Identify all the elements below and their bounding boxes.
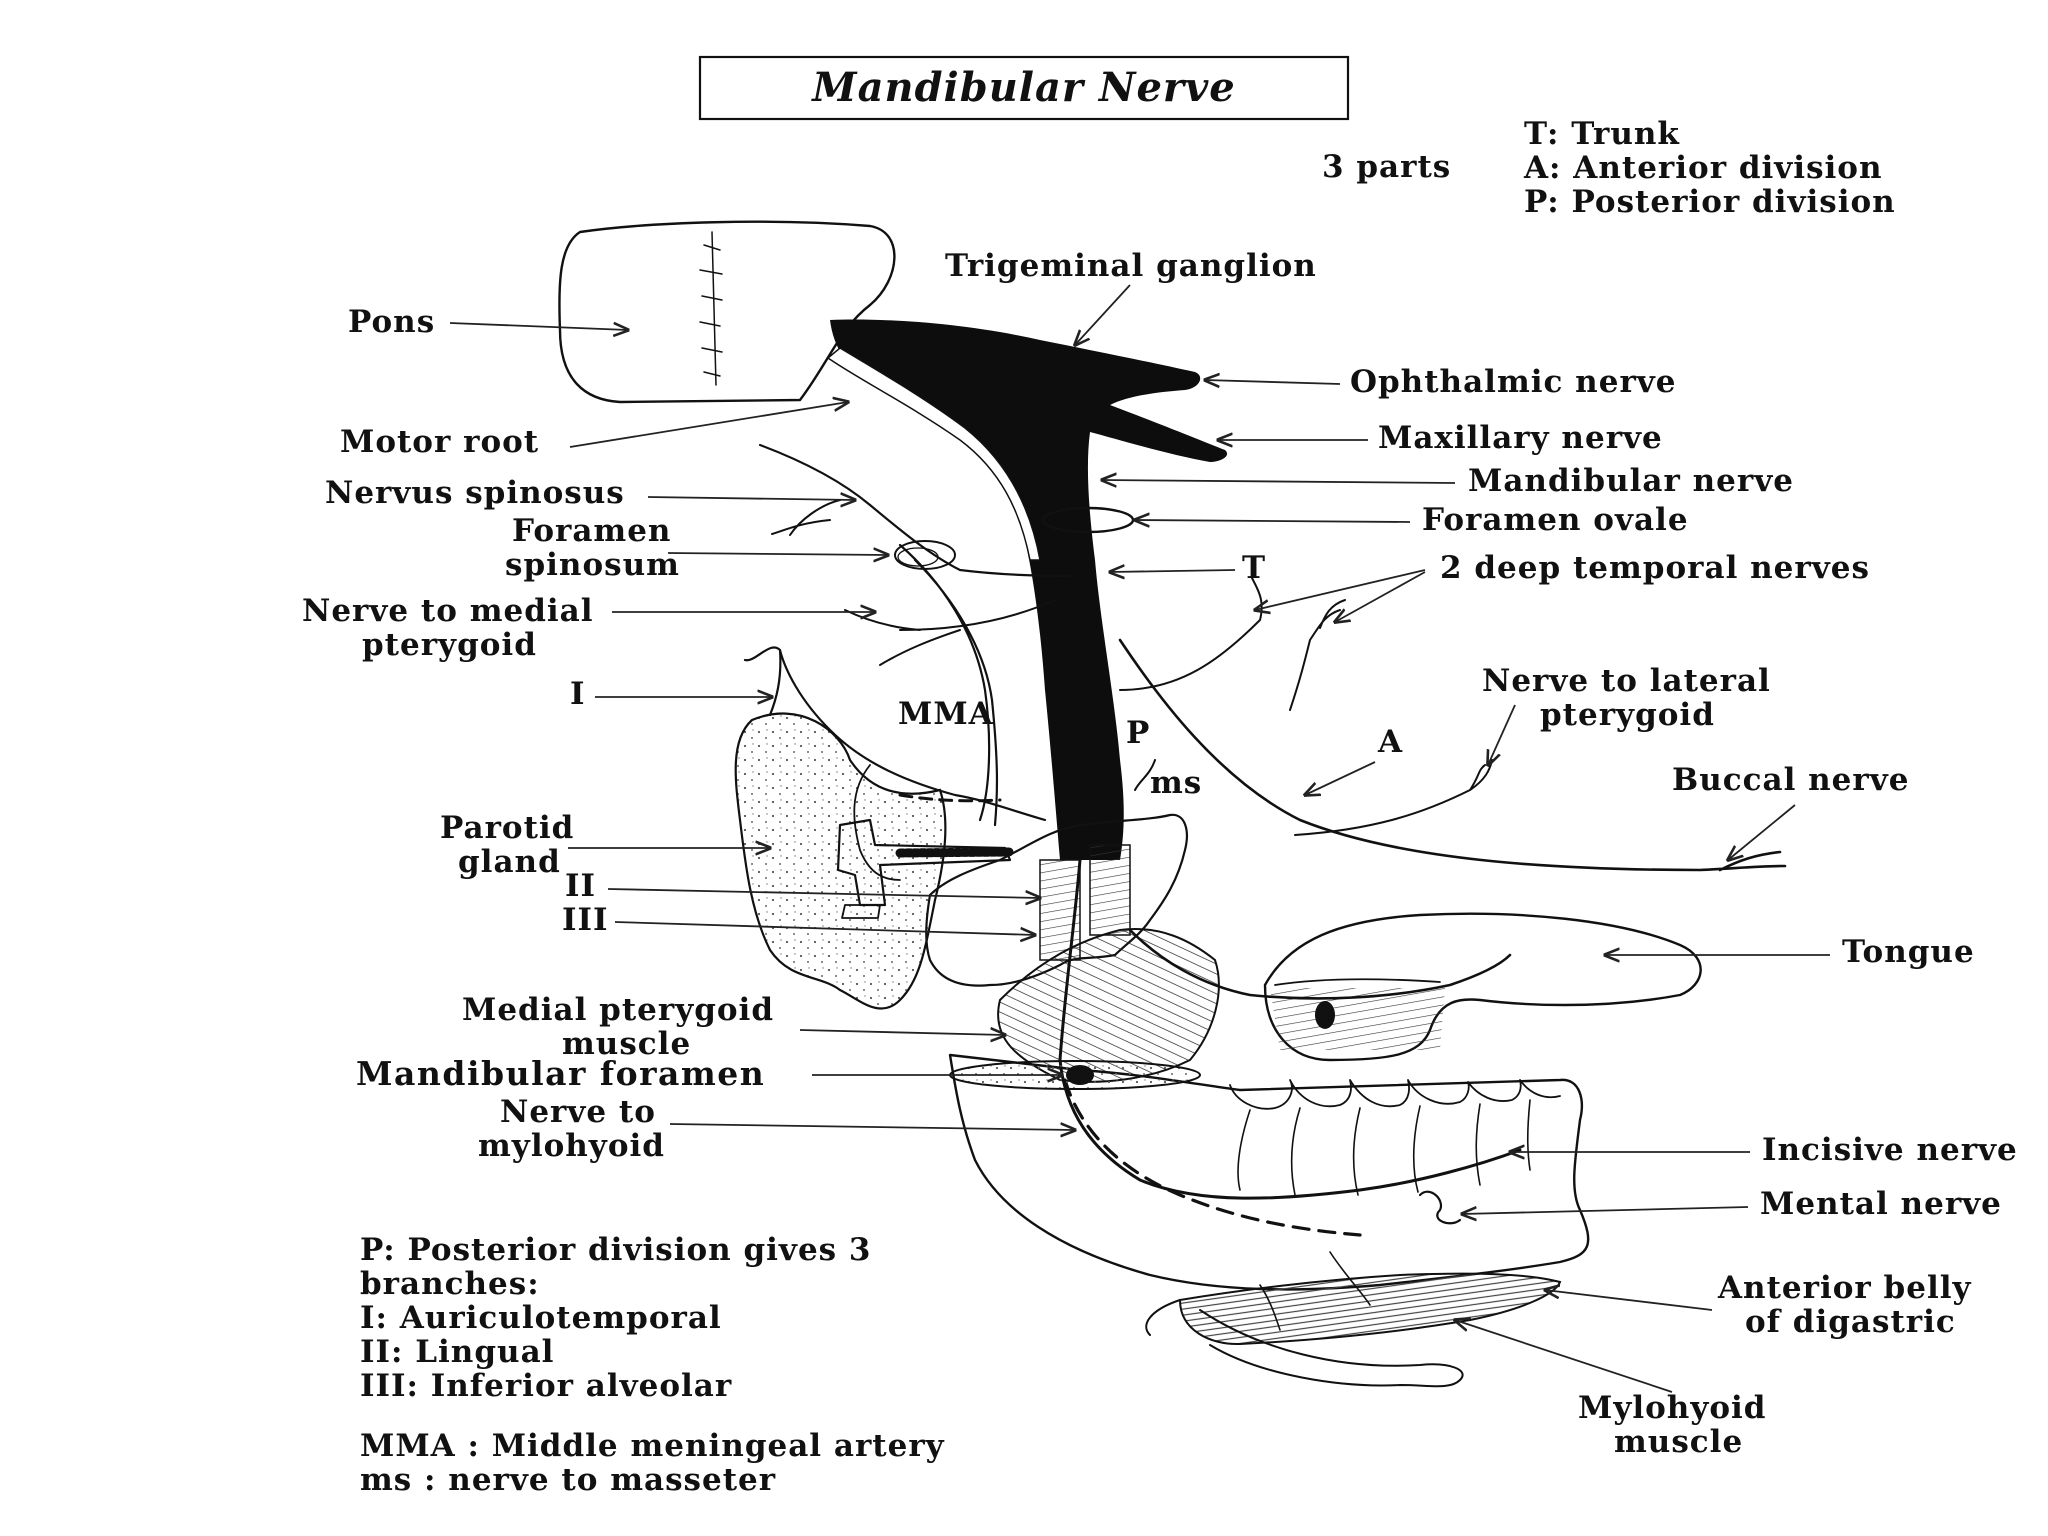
mylohyoid-muscle	[1145, 1299, 1464, 1388]
label-pons: Pons	[348, 304, 435, 340]
label-nerve-to-mylohyoid-2: mylohyoid	[478, 1128, 665, 1164]
label-ms: ms	[1150, 765, 1202, 801]
label-maxillary-nerve: Maxillary nerve	[1378, 420, 1663, 456]
nervus-spinosus-path	[758, 443, 1072, 578]
label-inferior-alveolar-iii: III	[562, 902, 609, 938]
label-anterior-a: A	[1377, 724, 1403, 760]
label-foramen-spinosum-1: Foramen	[512, 513, 671, 549]
pons-striations	[699, 231, 723, 386]
label-ophthalmic-nerve: Ophthalmic nerve	[1350, 364, 1677, 400]
label-nerve-lateral-pterygoid-1: Nerve to lateral	[1482, 663, 1771, 699]
anterior-belly-digastric	[1178, 1272, 1562, 1346]
parts-key-anterior: A: Anterior division	[1523, 150, 1883, 186]
label-trunk-t: T	[1242, 550, 1266, 586]
label-mandibular-foramen: Mandibular foramen	[356, 1054, 765, 1093]
label-buccal-nerve: Buccal nerve	[1672, 762, 1909, 798]
auriculotemporal-nerve	[743, 646, 1047, 822]
parts-key-label: 3 parts	[1322, 149, 1451, 185]
motor-root-strip	[826, 347, 1041, 561]
label-auriculotemporal-i: I	[570, 676, 586, 712]
parts-key-posterior: P: Posterior division	[1524, 184, 1896, 220]
label-medial-pterygoid-muscle-2: muscle	[562, 1026, 691, 1062]
lateral-pterygoid-structure	[925, 813, 1188, 987]
label-lingual-ii: II	[565, 868, 596, 904]
foramen-spinosum-ring	[894, 540, 956, 570]
label-mylohyoid-muscle-1: Mylohyoid	[1578, 1390, 1766, 1426]
label-deep-temporal-nerves: 2 deep temporal nerves	[1440, 550, 1870, 586]
posterior-division-note: P: Posterior division gives 3 branches: …	[360, 1232, 871, 1404]
label-nerve-medial-pterygoid-1: Nerve to medial	[302, 593, 594, 629]
parts-key: 3 parts T: Trunk A: Anterior division P:…	[1322, 116, 1896, 220]
note-posterior-line-5: III: Inferior alveolar	[360, 1368, 732, 1404]
diagram-labels: Pons Trigeminal ganglion Ophthalmic nerv…	[302, 248, 2018, 1460]
label-mental-nerve: Mental nerve	[1760, 1186, 2002, 1222]
note-abbrev-mma: MMA : Middle meningeal artery	[360, 1428, 945, 1464]
label-nerve-to-mylohyoid-1: Nerve to	[500, 1094, 656, 1130]
note-posterior-line-1: P: Posterior division gives 3	[360, 1232, 871, 1268]
label-mylohyoid-muscle-2: muscle	[1614, 1424, 1743, 1460]
note-posterior-line-4: II: Lingual	[360, 1334, 554, 1370]
label-motor-root: Motor root	[340, 424, 539, 460]
mma-vessel	[898, 543, 999, 827]
label-trigeminal-ganglion: Trigeminal ganglion	[945, 248, 1317, 284]
label-mma: MMA	[898, 696, 994, 732]
teeth	[1229, 1079, 1561, 1110]
label-foramen-spinosum-2: spinosum	[505, 547, 680, 583]
parts-key-trunk: T: Trunk	[1524, 116, 1680, 152]
buccal-nerve-path	[1118, 638, 1787, 872]
label-anterior-belly-2: of digastric	[1745, 1304, 1956, 1340]
label-tongue: Tongue	[1842, 934, 1975, 970]
label-anterior-belly-1: Anterior belly	[1717, 1270, 1972, 1306]
abbreviations-note: MMA : Middle meningeal artery ms : nerve…	[360, 1428, 945, 1498]
note-posterior-line-2: branches:	[360, 1266, 540, 1302]
label-medial-pterygoid-muscle-1: Medial pterygoid	[462, 992, 774, 1028]
tongue-shape	[1263, 912, 1702, 1062]
foramen-ovale-ring	[1041, 506, 1135, 534]
mandible-shape	[948, 1053, 1590, 1291]
label-mandibular-nerve: Mandibular nerve	[1468, 463, 1794, 499]
pons-shape	[558, 220, 896, 404]
title-box: Mandibular Nerve	[698, 55, 1350, 121]
label-posterior-p: P	[1126, 715, 1150, 751]
label-parotid-gland-2: gland	[458, 844, 561, 880]
label-incisive-nerve: Incisive nerve	[1762, 1132, 2018, 1168]
note-posterior-line-3: I: Auriculotemporal	[360, 1300, 722, 1336]
anatomy-drawing	[558, 220, 1787, 1388]
page-title: Mandibular Nerve	[810, 64, 1235, 111]
label-nerve-lateral-pterygoid-2: pterygoid	[1540, 697, 1715, 733]
inferior-alveolar-path	[1058, 858, 1522, 1200]
note-abbrev-ms: ms : nerve to masseter	[360, 1462, 776, 1498]
label-nerve-medial-pterygoid-2: pterygoid	[362, 627, 537, 663]
label-parotid-gland-1: Parotid	[440, 810, 574, 846]
medial-pterygoid-muscle	[997, 928, 1220, 1083]
parotid-gland	[734, 712, 947, 1010]
label-foramen-ovale: Foramen ovale	[1422, 502, 1689, 538]
label-nervus-spinosus: Nervus spinosus	[325, 475, 625, 511]
